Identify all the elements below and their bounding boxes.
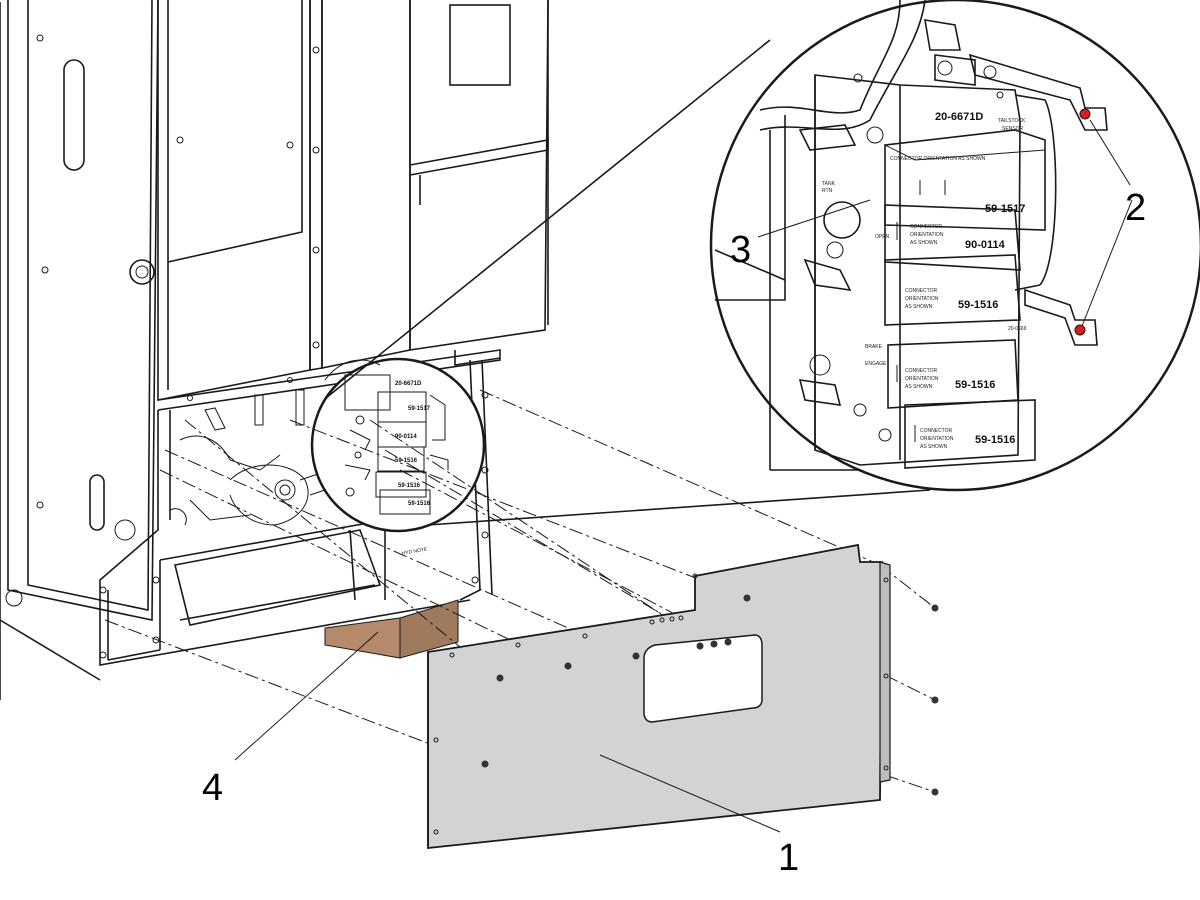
svg-text:20-6671D: 20-6671D [395, 381, 422, 387]
svg-text:CONNECTOR: CONNECTOR [920, 428, 953, 434]
svg-text:TANK: TANK [822, 181, 836, 187]
screw [931, 788, 939, 796]
svg-text:AS SHOWN: AS SHOWN [910, 240, 938, 246]
svg-text:AS SHOWN: AS SHOWN [920, 444, 948, 450]
screw [696, 642, 704, 650]
screw [564, 662, 572, 670]
screws [481, 594, 939, 796]
svg-text:20-6671D: 20-6671D [935, 111, 983, 123]
screw [496, 674, 504, 682]
callout-2: 2 [1081, 119, 1146, 327]
svg-text:59-1516: 59-1516 [975, 434, 1015, 446]
solenoid-90-0114: CONNECTOR ORIENTATION AS SHOWN 90-0114 [884, 204, 1021, 271]
bracket-top [968, 53, 1108, 131]
svg-text:ORIENTATION: ORIENTATION [910, 232, 944, 238]
screw [632, 652, 640, 660]
svg-text:4: 4 [202, 767, 223, 809]
svg-text:59-1517: 59-1517 [408, 406, 431, 412]
machine-body [0, 0, 549, 700]
svg-text:ORIENTATION: ORIENTATION [905, 296, 939, 302]
screw [710, 640, 718, 648]
svg-text:CONNECTOR: CONNECTOR [910, 224, 943, 230]
svg-text:90-0114: 90-0114 [395, 434, 417, 440]
cardboard-box [324, 599, 459, 659]
svg-text:CONNECTOR ORIENTATION AS SHOWN: CONNECTOR ORIENTATION AS SHOWN [890, 156, 986, 162]
solenoid-59-1516-c: CONNECTOR ORIENTATION AS SHOWN 59-1516 [904, 399, 1036, 469]
bracket-bottom [1024, 288, 1098, 346]
cover-panel [427, 543, 891, 850]
callout-3: 3 [730, 199, 871, 271]
svg-text:CONNECTOR: CONNECTOR [905, 368, 938, 374]
svg-text:AS SHOWN: AS SHOWN [905, 304, 933, 310]
screw [481, 760, 489, 768]
svg-text:ORIENTATION: ORIENTATION [905, 376, 939, 382]
svg-text:59-1516: 59-1516 [958, 299, 998, 311]
assembly-dashed-lines [104, 389, 936, 793]
callout-4: 4 [202, 631, 379, 809]
svg-text:CONNECTOR: CONNECTOR [905, 288, 938, 294]
svg-text:OPEN: OPEN [875, 234, 890, 240]
screw [724, 638, 732, 646]
svg-text:ORIENTATION: ORIENTATION [920, 436, 954, 442]
svg-text:2: 2 [1125, 187, 1146, 229]
screw [743, 594, 751, 602]
screw [931, 696, 939, 704]
svg-text:90-0114: 90-0114 [965, 239, 1006, 251]
solenoid-59-1516-a: CONNECTOR ORIENTATION AS SHOWN 59-1516 [884, 254, 1021, 326]
svg-text:20-0669: 20-0669 [1008, 326, 1027, 332]
svg-text:ENGAGE: ENGAGE [865, 361, 887, 367]
small-detail-circle: 20-6671D 59-1517 90-0114 59-1516 59-1516… [310, 357, 486, 533]
svg-text:AS SHOWN: AS SHOWN [905, 384, 933, 390]
svg-text:TAILSTOCK: TAILSTOCK [998, 118, 1026, 124]
svg-text:59-1516: 59-1516 [395, 458, 418, 464]
svg-text:1: 1 [778, 837, 799, 879]
callout-1: 1 [599, 754, 799, 879]
svg-text:HYD NOTE: HYD NOTE [401, 546, 428, 557]
svg-text:3: 3 [730, 229, 751, 271]
screw [931, 604, 939, 612]
svg-text:SENSOR: SENSOR [1002, 126, 1024, 132]
svg-text:59-1516: 59-1516 [408, 501, 431, 507]
large-detail-circle: 20-6671D TAILSTOCK SENSOR TANK RTN OPEN … [709, 0, 1200, 492]
svg-text:59-1516: 59-1516 [955, 379, 995, 391]
svg-text:RTN: RTN [822, 188, 833, 194]
svg-text:59-1516: 59-1516 [398, 483, 421, 489]
svg-text:BRAKE: BRAKE [865, 344, 883, 350]
